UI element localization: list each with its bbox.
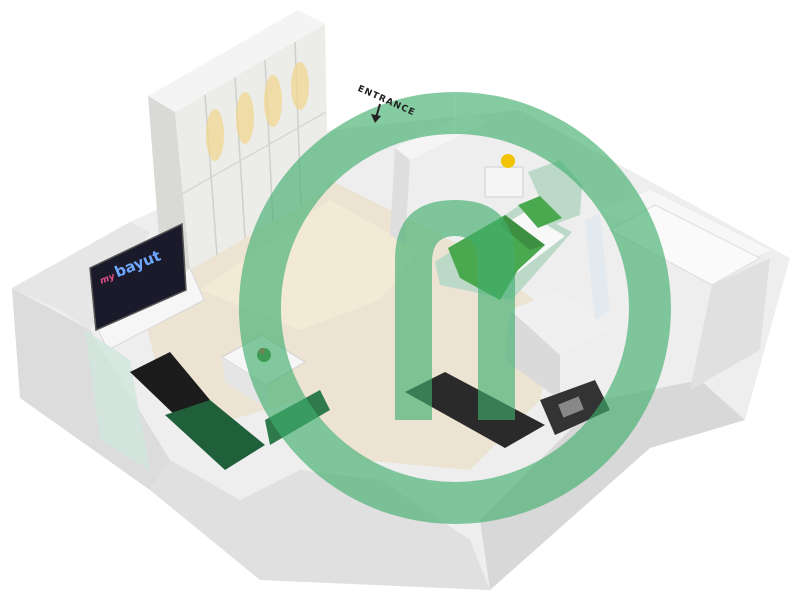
lamp-icon (501, 154, 515, 168)
left-wall (12, 222, 150, 330)
arrow-down-icon (371, 103, 381, 123)
sofa-back (130, 352, 210, 420)
watermark-ring (239, 92, 671, 524)
coffee-table-side (222, 357, 268, 410)
wardrobe-light (291, 62, 309, 110)
wardrobe-top (148, 10, 325, 112)
wardrobe-light (264, 75, 282, 127)
bed-pillow (518, 196, 562, 228)
bayut-logo-watermark (239, 92, 671, 524)
bed-headboard (528, 160, 582, 225)
base-slab-front-right (480, 380, 745, 590)
shower-glass (585, 215, 610, 320)
bathroom-wall (510, 290, 610, 355)
partition-wall-side (390, 148, 410, 245)
sofa-seat (165, 400, 265, 470)
base-slab-front-bottom (150, 460, 490, 590)
bathroom-wall-front (505, 310, 560, 400)
watermark-n-shape (395, 200, 515, 420)
wardrobe-light (236, 92, 254, 144)
sink-icon (558, 396, 584, 418)
wardrobe-door-line (204, 94, 218, 256)
wardrobe-door-line (234, 76, 246, 239)
window-glass (85, 330, 150, 470)
nightstand (484, 166, 524, 198)
bathroom-wall-right (690, 258, 770, 390)
kitchen-counter (405, 372, 545, 448)
bed-blanket-shade (500, 215, 545, 250)
wardrobe-light (206, 109, 224, 161)
wardrobe-shelf-line (179, 111, 327, 196)
tv-screen (89, 222, 187, 332)
